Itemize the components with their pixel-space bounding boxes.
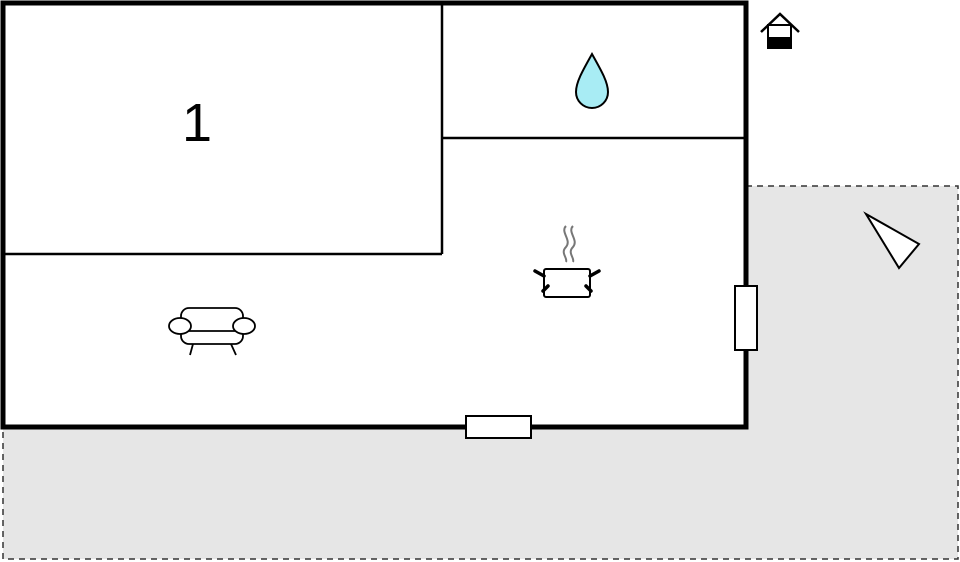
sofa-icon [168, 307, 256, 356]
view-direction-icon [863, 211, 921, 270]
window-east [734, 285, 758, 351]
water-drop-icon [574, 51, 610, 109]
house-outline [0, 0, 749, 430]
door-south [465, 415, 532, 439]
interior-walls [3, 3, 746, 256]
room-number: 1 [182, 93, 212, 153]
cooking-pot-icon [533, 225, 601, 298]
house-floor-icon [760, 12, 800, 49]
